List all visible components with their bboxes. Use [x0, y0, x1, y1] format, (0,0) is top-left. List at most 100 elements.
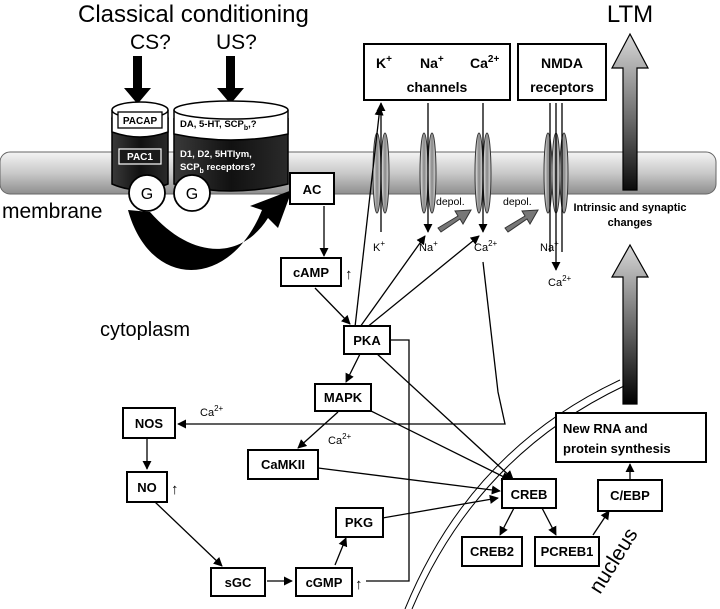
camp-up-arrow: ↑ [345, 266, 353, 283]
cytoplasm-label: cytoplasm [100, 319, 190, 341]
synthesis-line2: protein synthesis [563, 441, 671, 456]
g-protein-2 [173, 174, 211, 212]
svg-text:DA, 5-HT, SCPb,?: DA, 5-HT, SCPb,? [180, 119, 257, 132]
synthesis-box [555, 412, 707, 463]
g-protein-2-label: G [186, 186, 198, 203]
pka-label: PKA [353, 333, 381, 348]
channel-k-label: K [376, 55, 386, 71]
svg-text:Ca2+: Ca2+ [200, 404, 224, 419]
svg-text:Ca2+: Ca2+ [470, 54, 499, 71]
sgc-node [210, 567, 266, 597]
channel-na-label: Na [420, 55, 438, 71]
na-channel [419, 132, 437, 214]
pcreb1-node [534, 536, 600, 567]
channels-caption: channels [407, 79, 468, 95]
depol-arrow-1 [437, 209, 472, 233]
no-node [126, 471, 168, 503]
svg-text:Na+: Na+ [420, 54, 444, 71]
pacap-receptor: PACAP PAC1 [111, 101, 169, 191]
cs-arrow [124, 56, 151, 104]
camkii-node [247, 449, 319, 480]
ca-nos-charge: 2+ [214, 404, 223, 413]
ion-nmda-ca-label: Ca [548, 277, 563, 289]
ca-camkii-charge: 2+ [342, 432, 351, 441]
ion-ca-label: Ca [474, 242, 489, 254]
pacap-label: PACAP [123, 116, 158, 127]
ligands-subscript: b [244, 125, 248, 132]
nmda-box [517, 43, 607, 101]
pac1-label: PAC1 [127, 152, 153, 163]
channel-na-charge: + [438, 54, 444, 65]
synthesis-line1: New RNA and [563, 421, 648, 436]
receptors-line1: D1, D2, 5HTlym, [180, 149, 252, 160]
nos-label: NOS [135, 416, 164, 431]
camp-label: cAMP [293, 265, 329, 280]
camkii-label: CaMKII [261, 457, 305, 472]
creb2-node [461, 536, 523, 567]
pkg-node [335, 507, 384, 538]
mapk-label: MAPK [324, 390, 363, 405]
svg-text:Ca2+: Ca2+ [328, 432, 352, 447]
depol-arrow-2 [504, 209, 539, 233]
g-protein-1 [128, 174, 166, 212]
ion-k-label: K [373, 242, 381, 254]
ion-na-label: Na [419, 242, 434, 254]
membrane-label: membrane [2, 200, 102, 223]
channels-box [363, 43, 511, 101]
ion-nmda-na-charge: + [554, 239, 559, 248]
channel-k-charge: + [386, 54, 392, 65]
us-label: US? [216, 31, 257, 54]
synthesis-arrow [610, 243, 650, 405]
receptors-line2a: SCP [180, 162, 200, 173]
ion-nmda-ca-charge: 2+ [562, 274, 571, 283]
mapk-node [314, 383, 372, 412]
ligands-label: DA, 5-HT, SCP [180, 119, 245, 130]
creb-node [501, 478, 557, 509]
ion-ca-charge: 2+ [488, 239, 497, 248]
ligands-tail: ,? [248, 119, 257, 130]
nuclear-envelope-outer [404, 379, 621, 609]
nmda-line2: receptors [530, 79, 594, 95]
ca-camkii-label: Ca [328, 435, 343, 447]
svg-text:K+: K+ [376, 54, 392, 71]
no-up-arrow: ↑ [171, 481, 179, 498]
ac-label: AC [303, 182, 322, 197]
receptors-line2-sub: b [200, 168, 204, 175]
membrane-band [0, 151, 717, 195]
svg-text:Ca2+: Ca2+ [548, 274, 572, 289]
channel-ca-label: Ca [470, 55, 488, 71]
svg-text:SCPb receptors?: SCPb receptors? [180, 162, 256, 175]
pka-node [343, 325, 391, 355]
monoamine-receptor: DA, 5-HT, SCPb,? D1, D2, 5HTlym, SCPb re… [173, 100, 289, 192]
cgmp-up-arrow: ↑ [355, 576, 363, 593]
pcreb1-label: PCREB1 [541, 544, 594, 559]
ion-nmda-na-label: Na [540, 242, 555, 254]
g-protein-1-label: G [141, 186, 153, 203]
cs-label: CS? [130, 31, 171, 54]
cebp-node [597, 479, 663, 512]
title: Classical conditioning [78, 1, 309, 28]
no-label: NO [137, 480, 157, 495]
channel-ca-charge: 2+ [488, 54, 500, 65]
camp-node [280, 257, 342, 287]
nuclear-envelope-inner [411, 385, 625, 609]
ltm-arrow [611, 32, 649, 191]
ion-k-charge: + [380, 239, 385, 248]
depol-label-1: depol. [436, 196, 465, 208]
sgc-label: sGC [225, 575, 252, 590]
receptors-line2b: receptors? [204, 162, 256, 173]
nmda-line1: NMDA [541, 55, 583, 71]
ca-nos-label: Ca [200, 407, 215, 419]
nos-node [122, 407, 176, 439]
creb2-label: CREB2 [470, 544, 514, 559]
pkg-label: PKG [345, 515, 373, 530]
depol-label-2: depol. [503, 196, 532, 208]
cgmp-node [295, 567, 353, 597]
ltm-label: LTM [607, 1, 653, 28]
g-to-ac-arrow [128, 190, 292, 270]
cgmp-label: cGMP [306, 575, 343, 590]
us-arrow [217, 56, 244, 104]
ion-na-charge: + [433, 239, 438, 248]
changes-line2: changes [608, 217, 653, 229]
